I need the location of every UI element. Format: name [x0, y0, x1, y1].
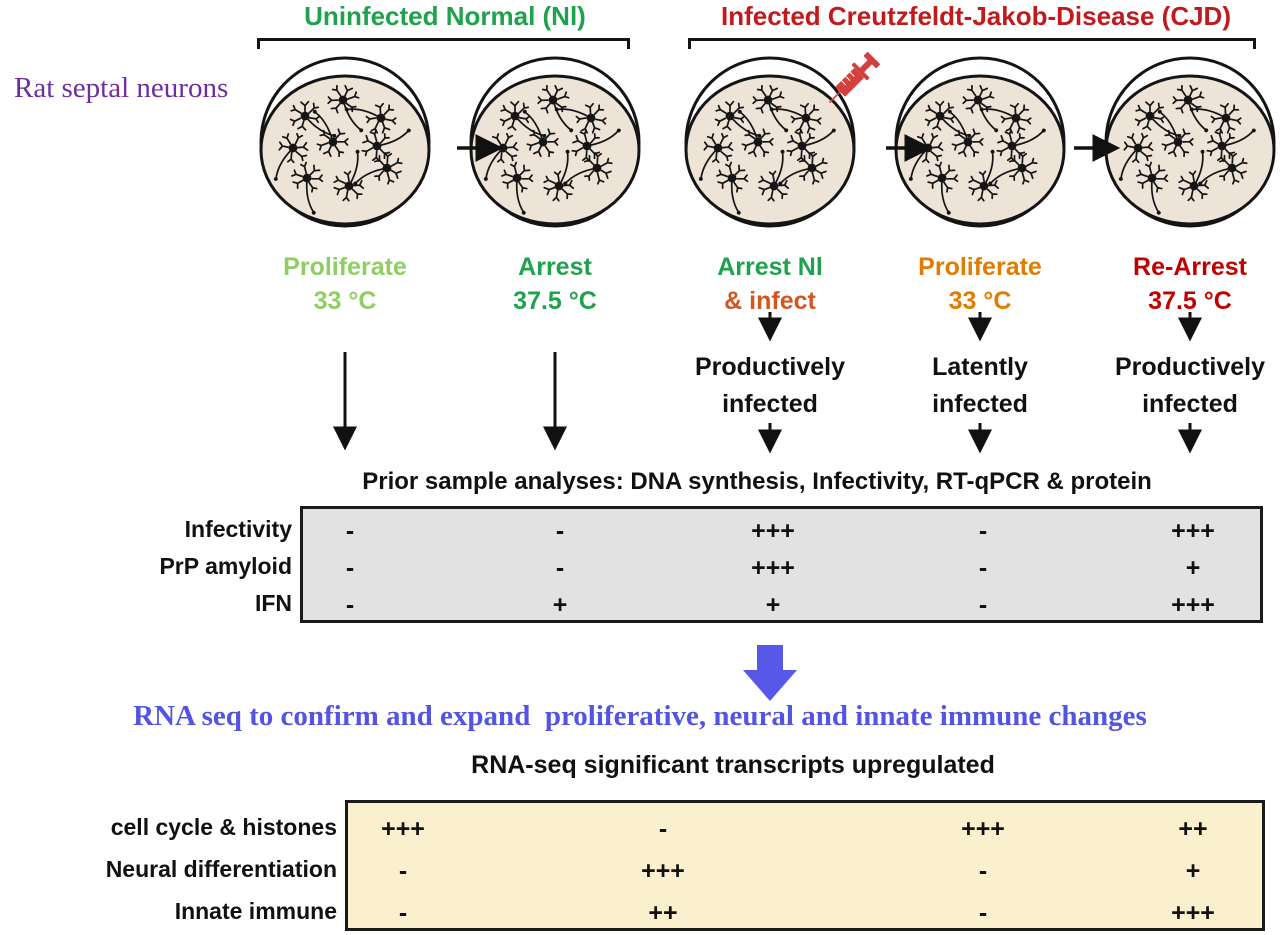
- stage-line: Arrest: [518, 253, 592, 281]
- table-cell: +: [1185, 554, 1201, 582]
- bracket-infected: [688, 38, 1256, 49]
- row-label-innate-immune: Innate immune: [174, 898, 337, 924]
- istate-line: infected: [1142, 390, 1238, 418]
- table-cell: +: [552, 591, 568, 619]
- table-cell: ++: [1178, 815, 1208, 843]
- stage-line: 37.5 °C: [1148, 287, 1232, 315]
- petri-dish-row: [259, 56, 1276, 228]
- side-label-rat-septal-neurons: Rat septal neurons: [14, 72, 229, 104]
- stage-line: 37.5 °C: [513, 287, 597, 315]
- table-cell: +: [1185, 857, 1201, 885]
- petri-dish: [894, 56, 1066, 228]
- table-cell: +++: [381, 815, 425, 843]
- table-cell: -: [345, 591, 355, 619]
- table-cell: +++: [641, 857, 685, 885]
- stage-label-proliferate-33: Proliferate 33 °C: [283, 250, 407, 318]
- rna-seq-statement: RNA seq to confirm and expand proliferat…: [133, 700, 1147, 732]
- istate-line: infected: [932, 390, 1028, 418]
- bracket-uninfected: [257, 38, 630, 49]
- stage-label-arrest-infect: Arrest Nl & infect: [717, 250, 823, 318]
- table-cell: -: [555, 517, 565, 545]
- table-cell: -: [978, 899, 988, 927]
- down-arrow-icon: [333, 312, 1202, 454]
- row-label-ifn: IFN: [254, 590, 292, 616]
- stage-line: 33 °C: [313, 287, 377, 315]
- stage-line: Proliferate: [283, 253, 407, 281]
- istate-line: Productively: [694, 353, 846, 381]
- table-cell: +++: [751, 554, 795, 582]
- table-cell: +++: [1171, 591, 1215, 619]
- rna-seq-table: +++ - +++ ++ - +++ - + - ++ - +++: [345, 800, 1265, 931]
- infection-state-latently: Latently infected: [932, 349, 1028, 423]
- petri-dish: [684, 56, 856, 228]
- row-label-cell-cycle-histones: cell cycle & histones: [110, 814, 337, 840]
- stage-label-rearrest-37: Re-Arrest 37.5 °C: [1133, 250, 1247, 318]
- group-title-infected: Infected Creutzfeldt-Jakob-Disease (CJD): [721, 1, 1231, 31]
- table-cell: -: [555, 554, 565, 582]
- prior-analyses-table: - - +++ - +++ - - +++ - + - + + - +++: [300, 506, 1263, 623]
- stage-line: Proliferate: [918, 253, 1042, 281]
- table-cell: -: [658, 815, 668, 843]
- table-cell: -: [978, 554, 988, 582]
- table-cell: +++: [961, 815, 1005, 843]
- stage-line: Arrest Nl: [717, 253, 823, 281]
- table-cell: -: [345, 517, 355, 545]
- istate-line: Productively: [1114, 353, 1266, 381]
- table-cell: -: [978, 517, 988, 545]
- stage-label-arrest-37: Arrest 37.5 °C: [513, 250, 597, 318]
- row-label-neural-differentiation: Neural differentiation: [105, 856, 337, 882]
- stage-line: & infect: [724, 287, 816, 315]
- table-cell: -: [978, 591, 988, 619]
- table-cell: -: [398, 899, 408, 927]
- rna-seq-table-title: RNA-seq significant transcripts upregula…: [471, 751, 995, 779]
- group-title-uninfected: Uninfected Normal (Nl): [304, 1, 586, 31]
- table-cell: +++: [1171, 517, 1215, 545]
- stage-line: Re-Arrest: [1133, 253, 1247, 281]
- prior-analyses-title: Prior sample analyses: DNA synthesis, In…: [362, 468, 1152, 495]
- petri-dish: [1104, 56, 1276, 228]
- table-cell: -: [398, 857, 408, 885]
- stage-line: 33 °C: [948, 287, 1012, 315]
- petri-dish: [259, 56, 431, 228]
- istate-line: infected: [722, 390, 818, 418]
- table-cell: ++: [648, 899, 678, 927]
- istate-line: Latently: [932, 353, 1028, 381]
- table-cell: +++: [1171, 899, 1215, 927]
- petri-dish: [469, 56, 641, 228]
- row-label-infectivity: Infectivity: [184, 516, 292, 542]
- table-cell: -: [978, 857, 988, 885]
- table-cell: +++: [751, 517, 795, 545]
- stage-label-proliferate-33-cjd: Proliferate 33 °C: [918, 250, 1042, 318]
- syringe-icon: [828, 52, 880, 104]
- infection-state-productively-1: Productively infected: [695, 349, 845, 423]
- row-label-prp-amyloid: PrP amyloid: [159, 553, 292, 579]
- infection-state-productively-2: Productively infected: [1115, 349, 1265, 423]
- big-blue-down-arrow-icon: [743, 645, 797, 701]
- table-cell: +: [765, 591, 781, 619]
- table-cell: -: [345, 554, 355, 582]
